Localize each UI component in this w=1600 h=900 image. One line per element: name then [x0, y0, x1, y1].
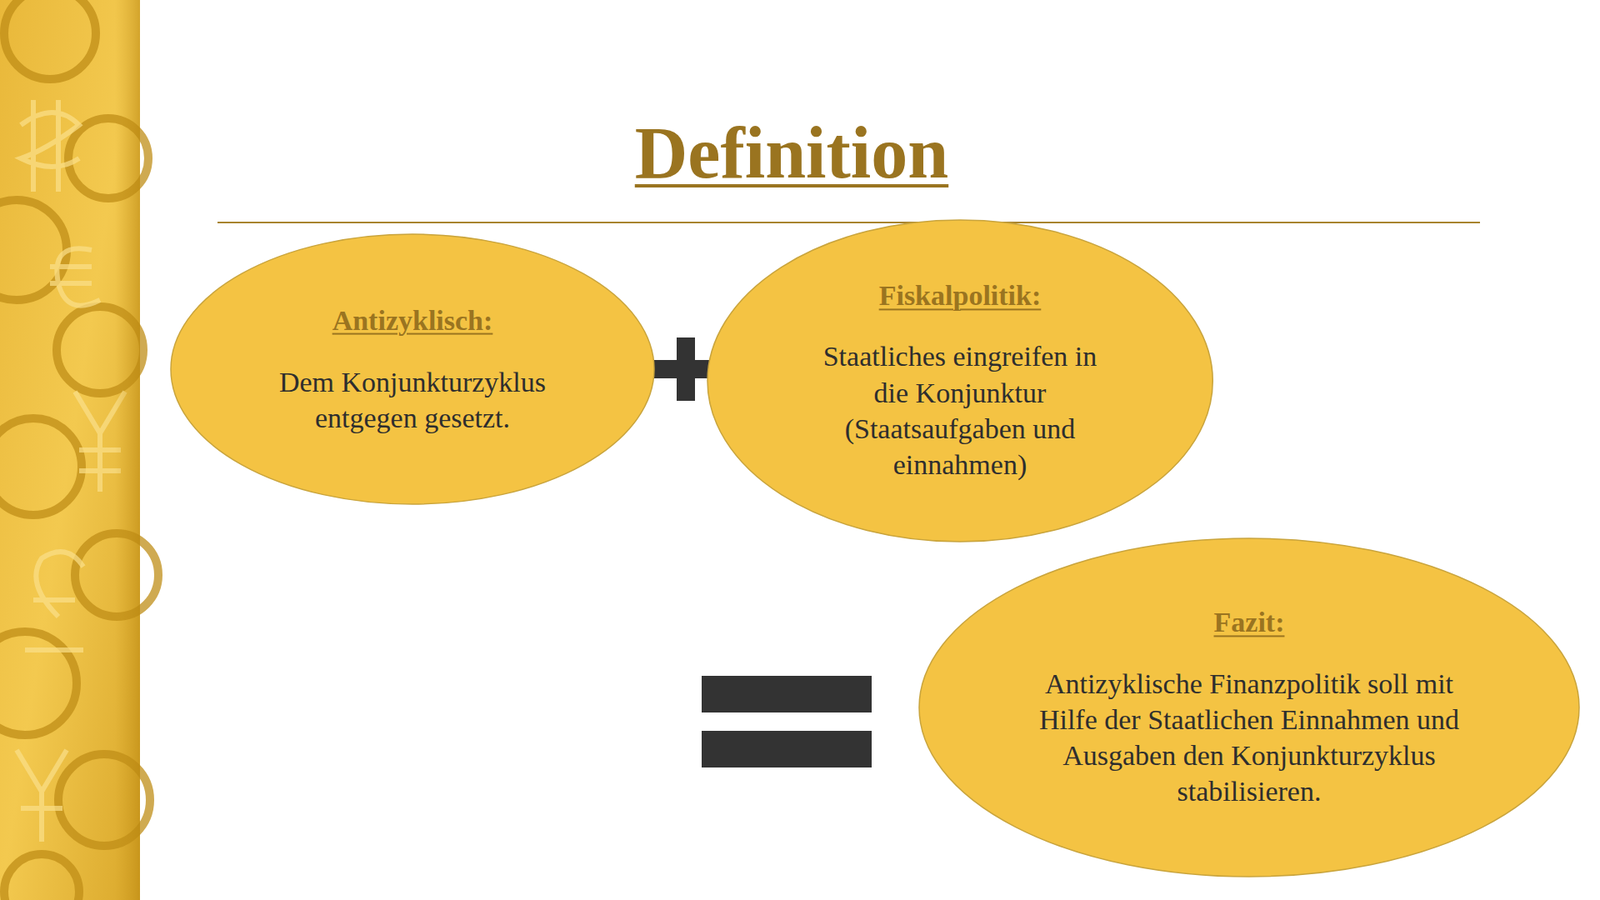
- node-body: Staatliches eingreifen in die Konjunktur…: [810, 339, 1110, 484]
- concept-ellipse: Antizyklisch: Dem Konjunkturzyklus entgeg…: [170, 233, 655, 505]
- node-heading: Fiskalpolitik:: [879, 278, 1042, 315]
- node-body: Dem Konjunkturzyklus entgegen gesetzt.: [241, 363, 584, 435]
- currency-strip: [0, 0, 159, 900]
- node-heading: Antizyklisch:: [332, 303, 494, 340]
- slide-title: Definition: [0, 113, 1584, 195]
- concept-ellipse: Fiskalpolitik: Staatliches eingreifen in …: [706, 219, 1214, 543]
- equals-sign: [701, 675, 872, 768]
- concept-ellipse: Fazit: Antizyklische Finanzpolitik soll m…: [918, 537, 1580, 878]
- node-heading: Fazit:: [1214, 605, 1285, 641]
- title-rule: [217, 221, 1480, 224]
- node-body: Antizyklische Finanzpolitik soll mit Hil…: [1024, 665, 1475, 810]
